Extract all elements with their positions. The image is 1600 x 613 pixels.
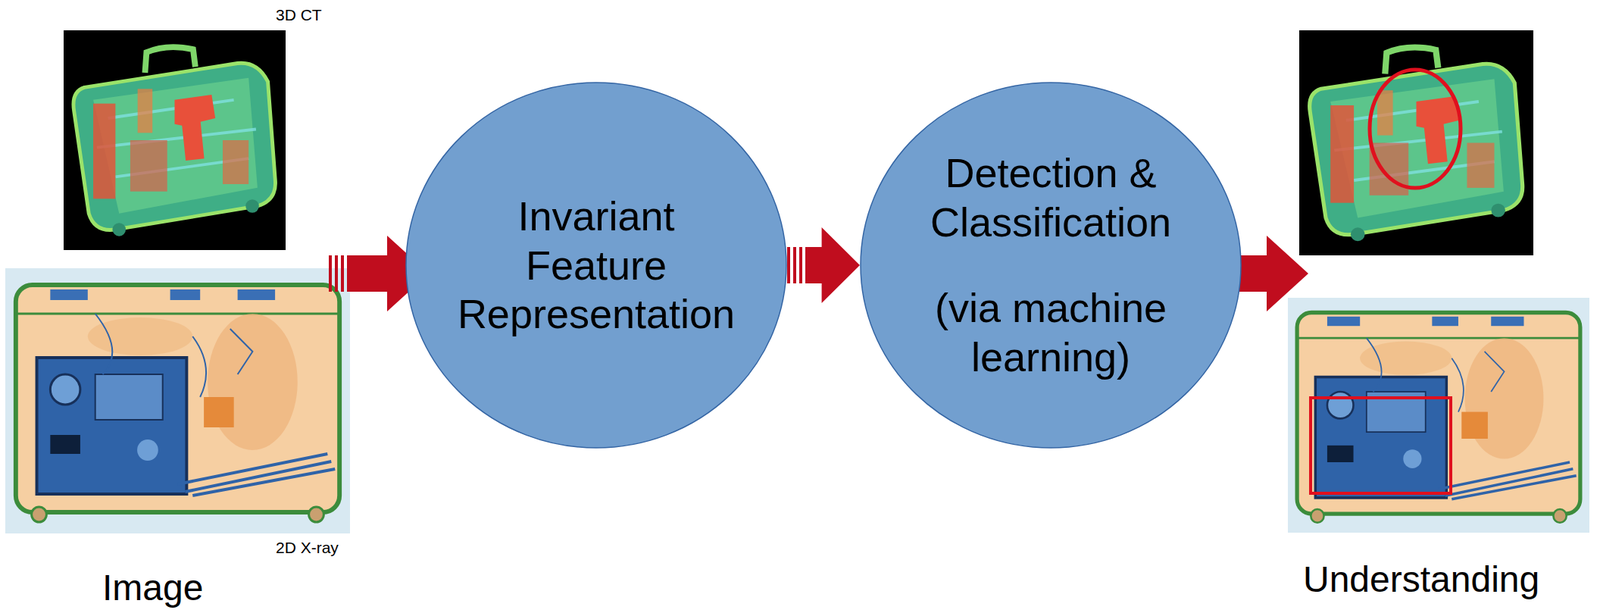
arrow-bar (793, 246, 797, 284)
block-arrow (787, 227, 860, 304)
circle-note: (via machine learning) (906, 283, 1195, 382)
view-label: 2D X-ray (275, 538, 339, 557)
arrow-bar (334, 255, 338, 292)
circle-shape (406, 82, 787, 448)
circle-content: Detection & Classification (via machine l… (906, 148, 1195, 382)
process-circle: Detection & Classification (via machine l… (859, 81, 1242, 449)
arrow-bar (787, 246, 791, 284)
stage-caption: Understanding (1303, 558, 1540, 600)
ct-scan-image (63, 30, 286, 250)
circle-shape (860, 82, 1241, 448)
ct-scan-result-image (1299, 30, 1534, 256)
detection-box (1310, 397, 1451, 494)
circle-outline (859, 81, 1242, 449)
xray-result-image (1287, 297, 1590, 533)
arrow-bar (340, 255, 344, 292)
circle-title: Invariant Feature Representation (452, 191, 741, 339)
detection-ellipse (1369, 69, 1461, 188)
stage-caption: Image (102, 566, 204, 609)
circle-content: Invariant Feature Representation (452, 191, 741, 339)
arrow-bar (328, 255, 332, 292)
arrow-body (805, 227, 860, 304)
circle-title: Detection & Classification (906, 148, 1195, 247)
arrow-bar (799, 246, 803, 284)
view-label: 3D CT (275, 6, 322, 25)
process-circle: Invariant Feature Representation (405, 81, 788, 449)
xray-image (5, 268, 350, 534)
